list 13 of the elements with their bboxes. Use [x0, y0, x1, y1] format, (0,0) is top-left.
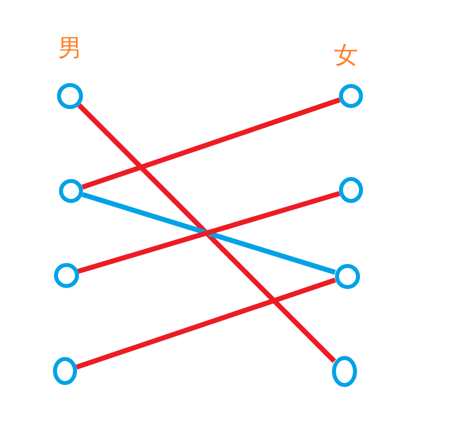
connecting-line — [77, 103, 336, 363]
circle-node — [334, 264, 360, 288]
circle-node — [53, 357, 77, 385]
circle-node — [57, 83, 83, 109]
circle-node — [54, 262, 78, 288]
connecting-line — [76, 278, 336, 370]
column-heading: 女 — [334, 43, 358, 67]
column-heading: 男 — [58, 36, 82, 60]
circle-node — [339, 177, 363, 203]
circle-node — [59, 179, 83, 203]
circle-node — [339, 84, 363, 108]
connecting-line — [82, 98, 340, 190]
circle-node — [332, 356, 356, 386]
